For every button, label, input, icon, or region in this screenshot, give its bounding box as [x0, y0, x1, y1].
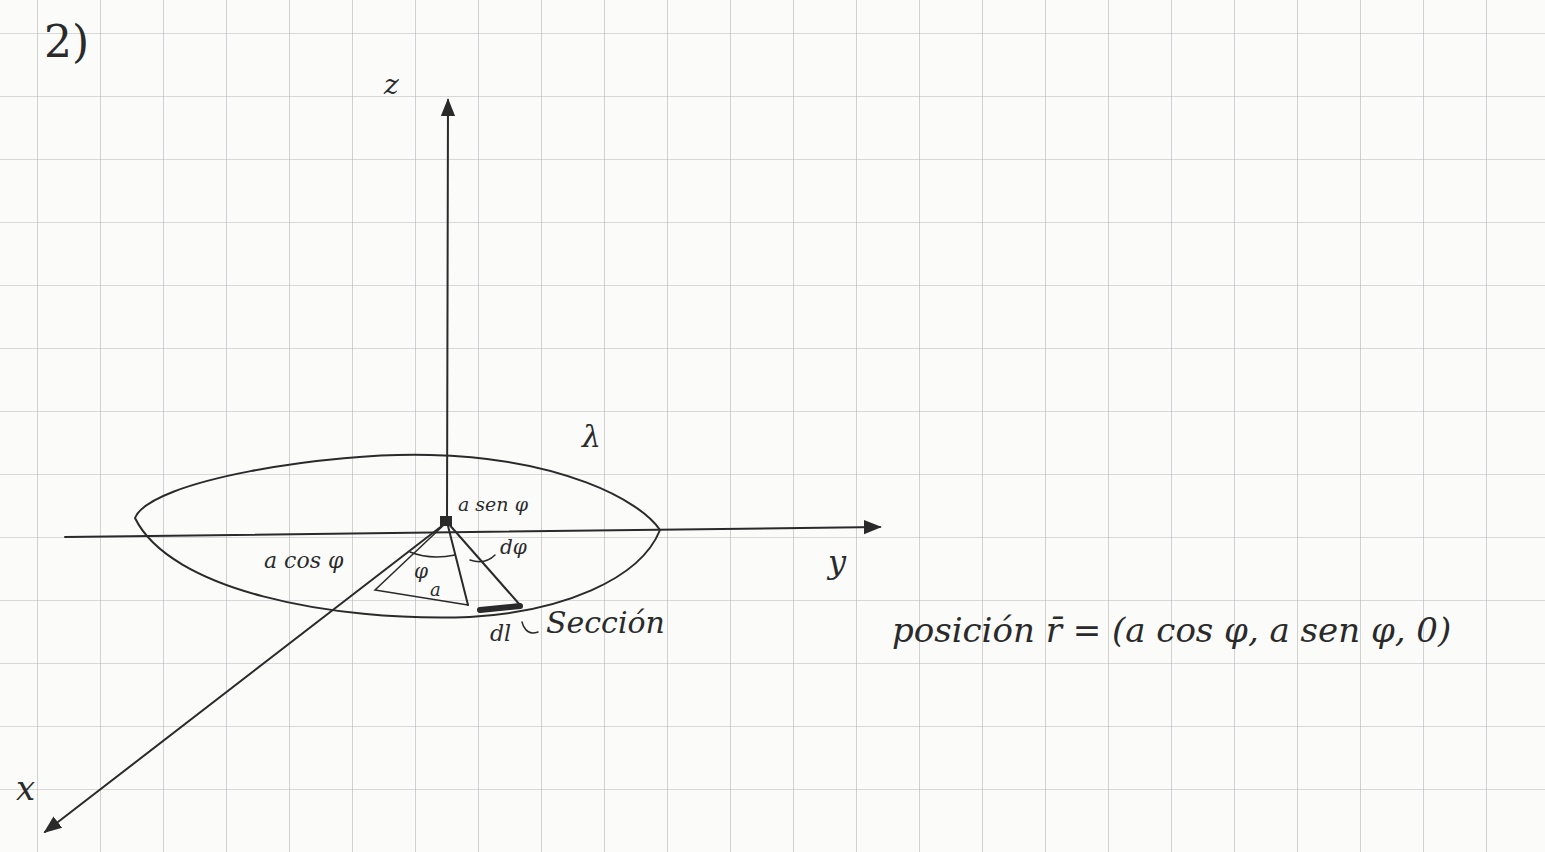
radius-line	[447, 522, 520, 605]
y-axis	[65, 527, 880, 537]
figure-label: a cos φ	[262, 549, 345, 573]
angle-arc	[410, 552, 455, 557]
origin-mark	[440, 516, 452, 526]
figure-label: dφ	[498, 536, 529, 558]
problem-number: 2)	[42, 18, 91, 66]
figure-label: y	[826, 545, 848, 580]
projection-line	[375, 522, 468, 605]
leader-line	[522, 622, 538, 633]
z-axis	[447, 100, 448, 522]
figure-label: λ	[580, 420, 603, 453]
figure-label: a sen φ	[456, 494, 530, 515]
equation-note: posición r̄ = (a cos φ, a sen φ, 0)	[890, 612, 1453, 649]
figure-label: φ	[412, 560, 430, 582]
figure-label: x	[14, 770, 37, 807]
figure-label: Sección	[544, 606, 667, 639]
figure-label: a	[428, 580, 443, 600]
angle-arc	[470, 555, 495, 562]
ring	[135, 455, 660, 618]
x-axis	[45, 522, 447, 832]
figure-label: z	[382, 70, 401, 101]
line-element	[480, 606, 520, 610]
figure-label: dl	[488, 622, 513, 646]
